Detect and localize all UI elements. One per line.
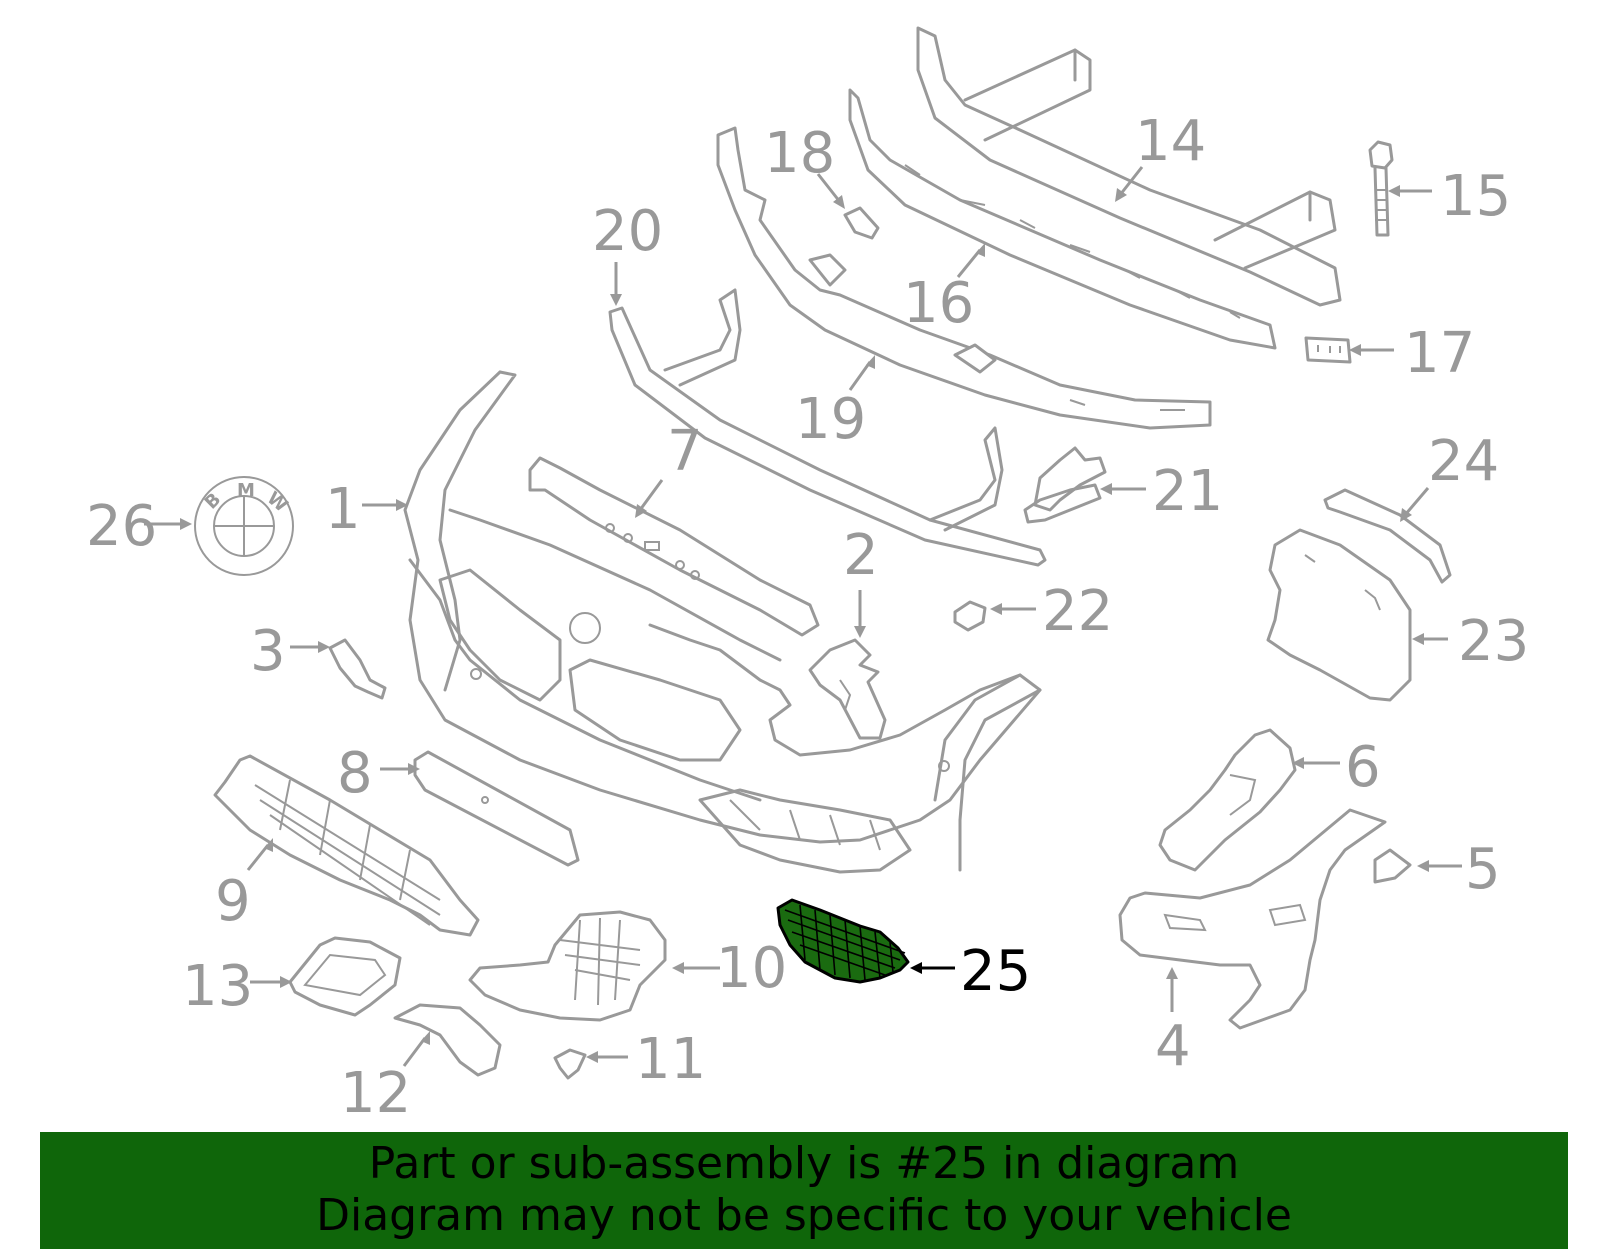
part-15-bolt[interactable]	[1368, 140, 1394, 237]
part-22-clip[interactable]	[953, 600, 987, 632]
label-13: 13	[182, 954, 253, 1019]
part-4-bracket[interactable]	[1118, 808, 1387, 1030]
label-10: 10	[716, 936, 787, 1001]
part-12-bracket[interactable]	[393, 1003, 502, 1077]
part-1-bumper-cover[interactable]	[403, 370, 1042, 874]
part-18-clip[interactable]	[843, 206, 880, 240]
label-12: 12	[340, 1061, 411, 1126]
part-6-bracket[interactable]	[1158, 728, 1297, 872]
label-21: 21	[1152, 459, 1223, 524]
label-5: 5	[1465, 837, 1501, 902]
part-5-trim[interactable]	[1373, 848, 1412, 884]
label-14: 14	[1135, 109, 1206, 174]
part-17-bracket[interactable]	[1304, 336, 1352, 364]
label-19: 19	[795, 387, 866, 452]
label-15: 15	[1440, 164, 1511, 229]
label-20: 20	[592, 199, 663, 264]
label-25: 25	[960, 939, 1031, 1004]
label-6: 6	[1345, 735, 1381, 800]
part-3-bracket[interactable]	[328, 638, 387, 700]
part-16-absorber[interactable]	[848, 88, 1277, 350]
label-16: 16	[903, 271, 974, 336]
label-1: 1	[325, 477, 361, 542]
info-banner: Part or sub-assembly is #25 in diagram D…	[40, 1132, 1568, 1249]
part-2-bracket[interactable]	[808, 638, 887, 740]
leader-arrows	[144, 166, 1462, 1067]
part-9-grille[interactable]	[213, 754, 480, 937]
part-10-bracket[interactable]	[468, 910, 667, 1022]
part-8-strip[interactable]	[413, 750, 580, 867]
part-23-bracket[interactable]	[1266, 528, 1412, 702]
label-4: 4	[1155, 1014, 1191, 1079]
label-3: 3	[250, 619, 286, 684]
banner-line-2: Diagram may not be specific to your vehi…	[316, 1190, 1292, 1241]
banner-line-1: Part or sub-assembly is #25 in diagram	[368, 1138, 1240, 1189]
part-14-reinforcement[interactable]	[916, 26, 1342, 307]
emblem-w: W	[263, 488, 292, 517]
part-11-clip[interactable]	[553, 1048, 587, 1080]
label-2: 2	[843, 523, 879, 588]
part-25-grille-insert[interactable]	[776, 898, 910, 984]
part-20-bracket[interactable]	[608, 288, 1047, 567]
part-19-support[interactable]	[716, 126, 1212, 430]
part-24-bracket[interactable]	[1323, 488, 1452, 584]
callout-labels: 1 2 3 4 5 6 7 8 9 10 11 12 13 14 15 16 1…	[86, 109, 1529, 1126]
label-17: 17	[1404, 321, 1475, 386]
label-26: 26	[86, 494, 157, 559]
emblem-m: M	[237, 480, 255, 501]
part-7-bracket[interactable]	[528, 456, 820, 637]
part-26-emblem[interactable]: B M W	[194, 476, 294, 576]
label-22: 22	[1042, 579, 1113, 644]
label-7: 7	[667, 419, 703, 484]
part-13-trim[interactable]	[288, 936, 402, 1017]
label-9: 9	[215, 869, 251, 934]
label-18: 18	[764, 121, 835, 186]
label-8: 8	[337, 741, 373, 806]
label-24: 24	[1428, 429, 1499, 494]
part-21-bracket[interactable]	[1023, 446, 1107, 524]
emblem-b: B	[201, 489, 226, 514]
label-23: 23	[1458, 609, 1529, 674]
label-11: 11	[635, 1027, 706, 1092]
